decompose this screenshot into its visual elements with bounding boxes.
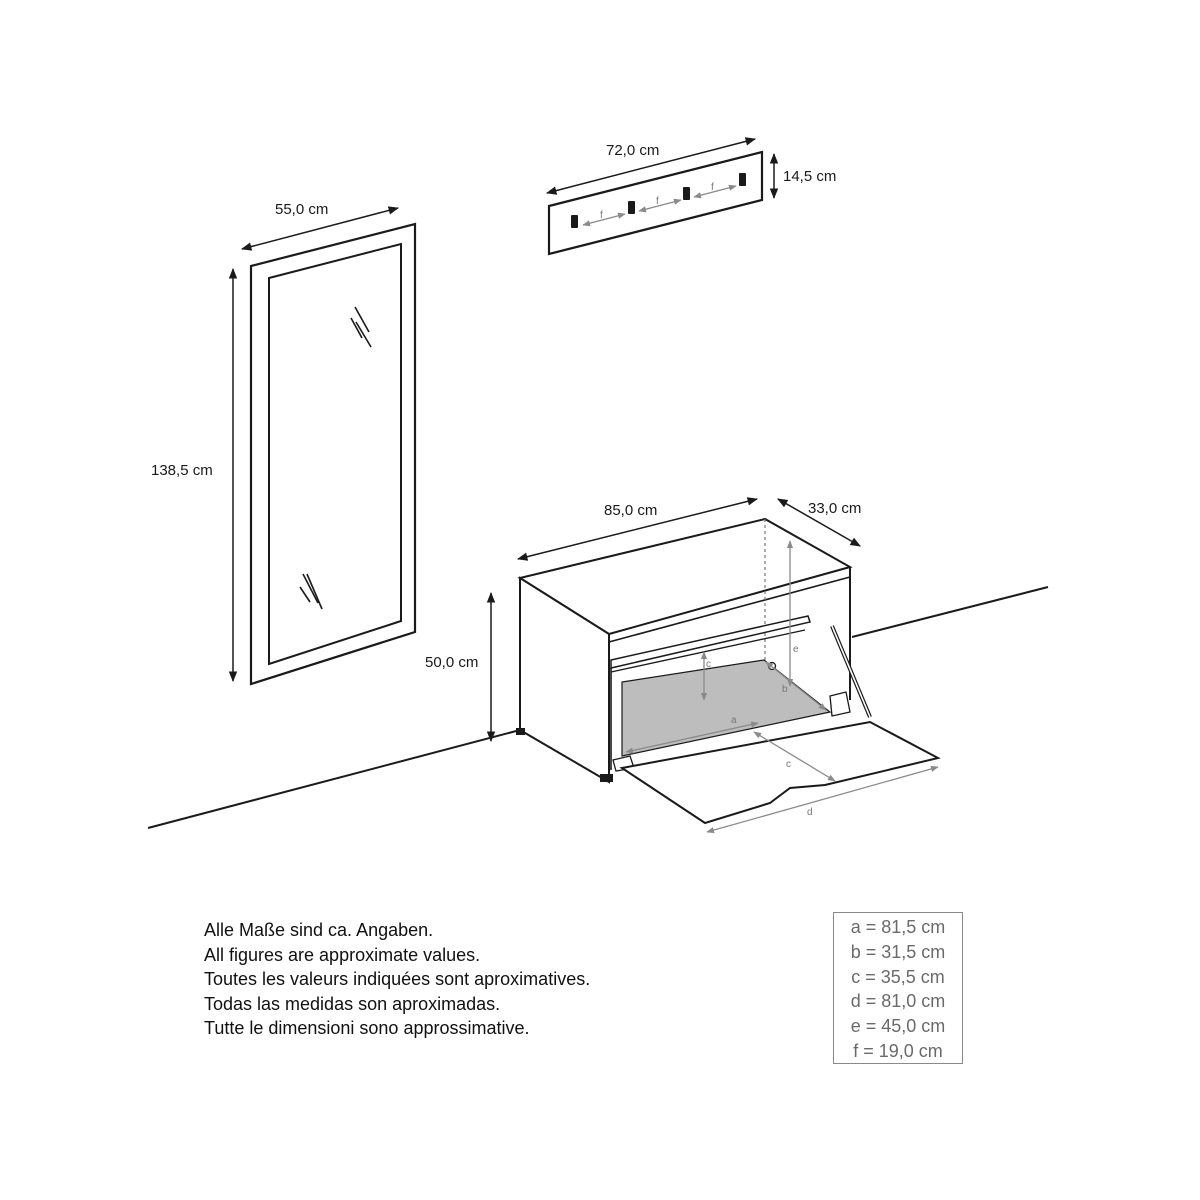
- note-line: Todas las medidas son aproximadas.: [204, 993, 501, 1014]
- legend-entry: b = 31,5 cm: [850, 941, 946, 962]
- label-a: a: [731, 715, 737, 726]
- coat-rack-width-label: 72,0 cm: [606, 142, 659, 159]
- bench-foot: [600, 774, 613, 782]
- hook-spacing-label: f: [711, 182, 714, 193]
- shoe-bench: [486, 497, 941, 834]
- inner-dimensions: [625, 540, 939, 834]
- label-e: e: [793, 644, 799, 655]
- mirror: [228, 206, 417, 686]
- coat-rack-height-label: 14,5 cm: [783, 168, 836, 185]
- mirror-frame: [249, 222, 417, 686]
- label-c-inner: c: [706, 659, 711, 670]
- legend-entry: f = 19,0 cm: [853, 1040, 943, 1061]
- bench-depth-dimension: [777, 498, 861, 547]
- hook-spacing-label: f: [656, 196, 659, 207]
- label-c-flap: c: [786, 759, 791, 770]
- bench-height-label: 50,0 cm: [425, 654, 478, 671]
- mirror-reflection-marks: [299, 306, 372, 610]
- label-b: b: [782, 684, 788, 695]
- wall-floor-line: [147, 586, 1049, 829]
- legend-entry: a = 81,5 cm: [850, 917, 946, 937]
- mirror-width-label: 55,0 cm: [275, 201, 328, 218]
- approximate-values-notes: Alle Maße sind ca. Angaben. All figures …: [204, 918, 744, 1041]
- note-line: Alle Maße sind ca. Angaben.: [204, 920, 434, 940]
- hook-icon: [683, 187, 690, 200]
- note-line: All figures are approximate values.: [204, 944, 481, 965]
- hook-icon: [739, 173, 746, 186]
- coat-rack-width-dimension: [545, 137, 757, 195]
- hook-spacing-label: f: [600, 210, 603, 221]
- note-line: Tutte le dimensioni sono approssimative.: [204, 1018, 530, 1038]
- dimension-d: [706, 765, 939, 834]
- legend-entry: d = 81,0 cm: [850, 991, 946, 1012]
- note-line: Toutes les valeurs indiquées sont aproxi…: [204, 969, 591, 989]
- legend-entry: c = 35,5 cm: [851, 966, 945, 987]
- dimension-b: [765, 661, 827, 711]
- bench-depth-label: 33,0 cm: [808, 500, 861, 517]
- bench-width-dimension: [516, 497, 759, 561]
- coat-rack: [545, 137, 779, 256]
- dimension-legend: a = 81,5 cm b = 31,5 cm c = 35,5 cm d = …: [833, 912, 963, 1064]
- mirror-glass: [268, 242, 402, 666]
- mirror-width-dimension: [240, 206, 400, 251]
- bench-rail: [610, 615, 811, 669]
- bench-foot: [516, 728, 525, 735]
- label-d: d: [807, 807, 813, 818]
- bench-width-label: 85,0 cm: [604, 502, 657, 519]
- dimension-labels: 55,0 cm 138,5 cm 72,0 cm 14,5 cm 85,0 cm…: [151, 142, 861, 818]
- dimension-a: [625, 721, 759, 754]
- hook-icon: [571, 215, 578, 228]
- legend-entry: e = 45,0 cm: [850, 1016, 946, 1037]
- hook-icon: [628, 201, 635, 214]
- mirror-height-label: 138,5 cm: [151, 462, 213, 479]
